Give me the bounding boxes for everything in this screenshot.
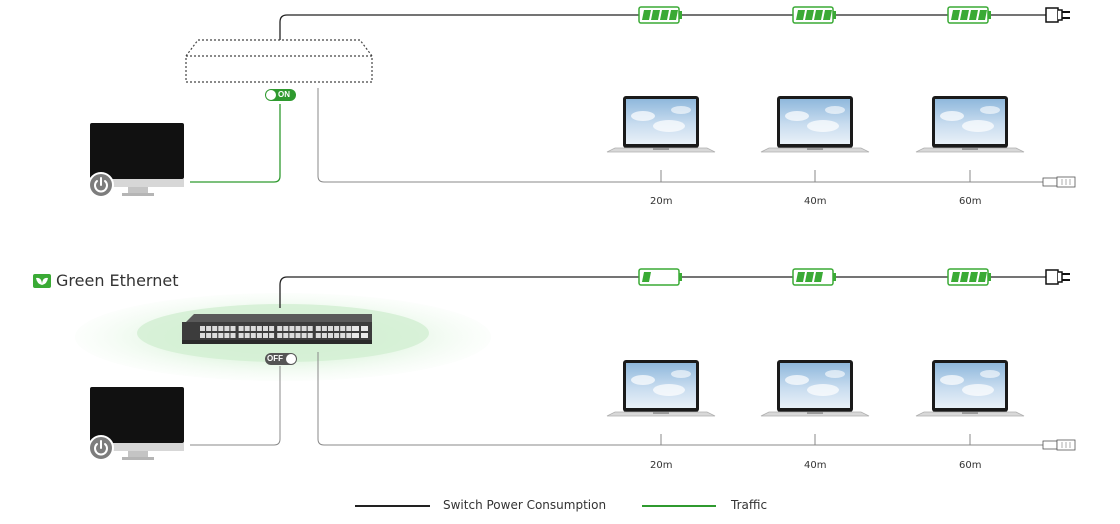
- top-switch-outline: [185, 39, 373, 83]
- green-ethernet-title: Green Ethernet: [33, 271, 178, 290]
- top-rj45-connector: [1042, 176, 1076, 188]
- bottom-laptop-20m: [606, 359, 716, 417]
- top-distance-40m: 40m: [804, 196, 827, 207]
- bottom-battery-2: [792, 268, 836, 286]
- bottom-distance-40m: 40m: [804, 460, 827, 471]
- bottom-cable-line: [317, 352, 1045, 446]
- top-toggle-on[interactable]: ON: [265, 89, 296, 101]
- bottom-power-button: [88, 435, 114, 461]
- bottom-laptop-60m: [915, 359, 1025, 417]
- switch-ports: [200, 326, 368, 338]
- top-battery-3: [947, 6, 991, 24]
- leaf-icon: [33, 273, 51, 288]
- bottom-toggle-off[interactable]: OFF: [265, 353, 297, 365]
- top-traffic-line: [190, 104, 281, 183]
- top-distance-60m: 60m: [959, 196, 982, 207]
- top-laptop-20m: [606, 95, 716, 153]
- top-cable-line: [317, 88, 1045, 183]
- top-laptop-60m: [915, 95, 1025, 153]
- bottom-battery-3: [947, 268, 991, 286]
- toggle-label: OFF: [267, 354, 283, 363]
- top-distance-20m: 20m: [650, 196, 673, 207]
- top-battery-group: [638, 6, 991, 24]
- bottom-power-plug: [1045, 269, 1071, 285]
- legend-green-label: Traffic: [731, 498, 768, 512]
- bottom-distance-20m: 20m: [650, 460, 673, 471]
- bottom-power-line: [279, 276, 1048, 308]
- bottom-distance-60m: 60m: [959, 460, 982, 471]
- bottom-rj45-connector: [1042, 439, 1076, 451]
- toggle-knob: [286, 354, 296, 364]
- bottom-traffic-line: [190, 366, 281, 446]
- bottom-battery-group: [638, 268, 991, 286]
- toggle-label: ON: [278, 90, 290, 99]
- top-battery-2: [792, 6, 836, 24]
- bottom-battery-1: [638, 268, 682, 286]
- bottom-laptop-40m: [760, 359, 870, 417]
- green-ethernet-label: Green Ethernet: [56, 271, 179, 290]
- top-power-button: [88, 172, 114, 198]
- top-battery-1: [638, 6, 682, 24]
- network-switch: [182, 314, 372, 344]
- legend-black-label: Switch Power Consumption: [443, 498, 607, 512]
- top-power-line: [279, 14, 1048, 40]
- top-power-plug: [1045, 7, 1071, 23]
- toggle-knob: [266, 90, 276, 100]
- top-laptop-40m: [760, 95, 870, 153]
